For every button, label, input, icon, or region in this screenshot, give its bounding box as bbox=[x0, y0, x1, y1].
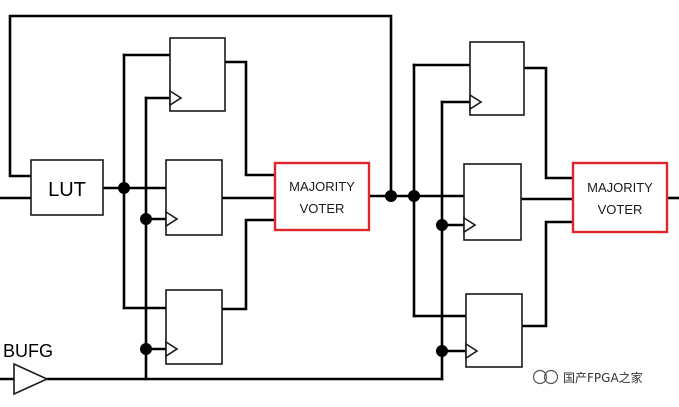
voter-1-box bbox=[273, 161, 371, 232]
clock-triangle-icon bbox=[165, 340, 179, 358]
clock-triangle-icon bbox=[169, 89, 183, 107]
ff2c-to-voter bbox=[520, 220, 575, 328]
ff-stage-1 bbox=[165, 37, 226, 365]
bufg-label: BUFG bbox=[3, 341, 53, 361]
junction-dot bbox=[408, 190, 420, 202]
clock-triangle-icon bbox=[165, 210, 179, 228]
voter-2-box bbox=[571, 161, 669, 234]
voter-2-line2: VOTER bbox=[598, 202, 643, 217]
wechat-channel-icon bbox=[532, 369, 559, 385]
ff2a-to-voter bbox=[522, 66, 575, 180]
lut-label: LUT bbox=[48, 179, 86, 201]
flip-flop-2a bbox=[469, 41, 525, 116]
flip-flop-1c bbox=[165, 289, 223, 365]
clock-triangle-icon bbox=[463, 216, 477, 234]
bufg-block: BUFG bbox=[3, 341, 53, 396]
junction-dot bbox=[436, 345, 448, 357]
watermark: 国产FPGA之家 bbox=[532, 369, 643, 385]
junctions bbox=[118, 182, 448, 357]
junction-dot bbox=[436, 219, 448, 231]
voter-1-line2: VOTER bbox=[300, 201, 345, 216]
feedback-wire bbox=[8, 14, 393, 198]
lut-box bbox=[30, 159, 104, 216]
ff1c-to-voter bbox=[220, 218, 277, 311]
lut-block: LUT bbox=[30, 159, 104, 216]
voter-2-line1: MAJORITY bbox=[587, 180, 653, 195]
junction-dot bbox=[385, 190, 397, 202]
majority-voter-2: MAJORITY VOTER bbox=[571, 161, 669, 234]
voter-1-line1: MAJORITY bbox=[289, 179, 355, 194]
flip-flop-2b bbox=[463, 163, 522, 241]
flip-flop-1a bbox=[169, 37, 226, 112]
flip-flop-2c bbox=[465, 293, 523, 368]
junction-dot bbox=[118, 182, 130, 194]
majority-voter-1: MAJORITY VOTER bbox=[273, 161, 371, 232]
junction-dot bbox=[140, 343, 152, 355]
clock-triangle-icon bbox=[469, 93, 483, 111]
ff1a-to-voter bbox=[223, 60, 277, 177]
flip-flop-1b bbox=[165, 159, 223, 236]
bufg-buffer-icon bbox=[13, 362, 49, 396]
junction-dot bbox=[140, 213, 152, 225]
clock-triangle-icon bbox=[465, 342, 479, 360]
watermark-text: 国产FPGA之家 bbox=[563, 370, 643, 385]
ff-stage-2 bbox=[463, 41, 525, 368]
